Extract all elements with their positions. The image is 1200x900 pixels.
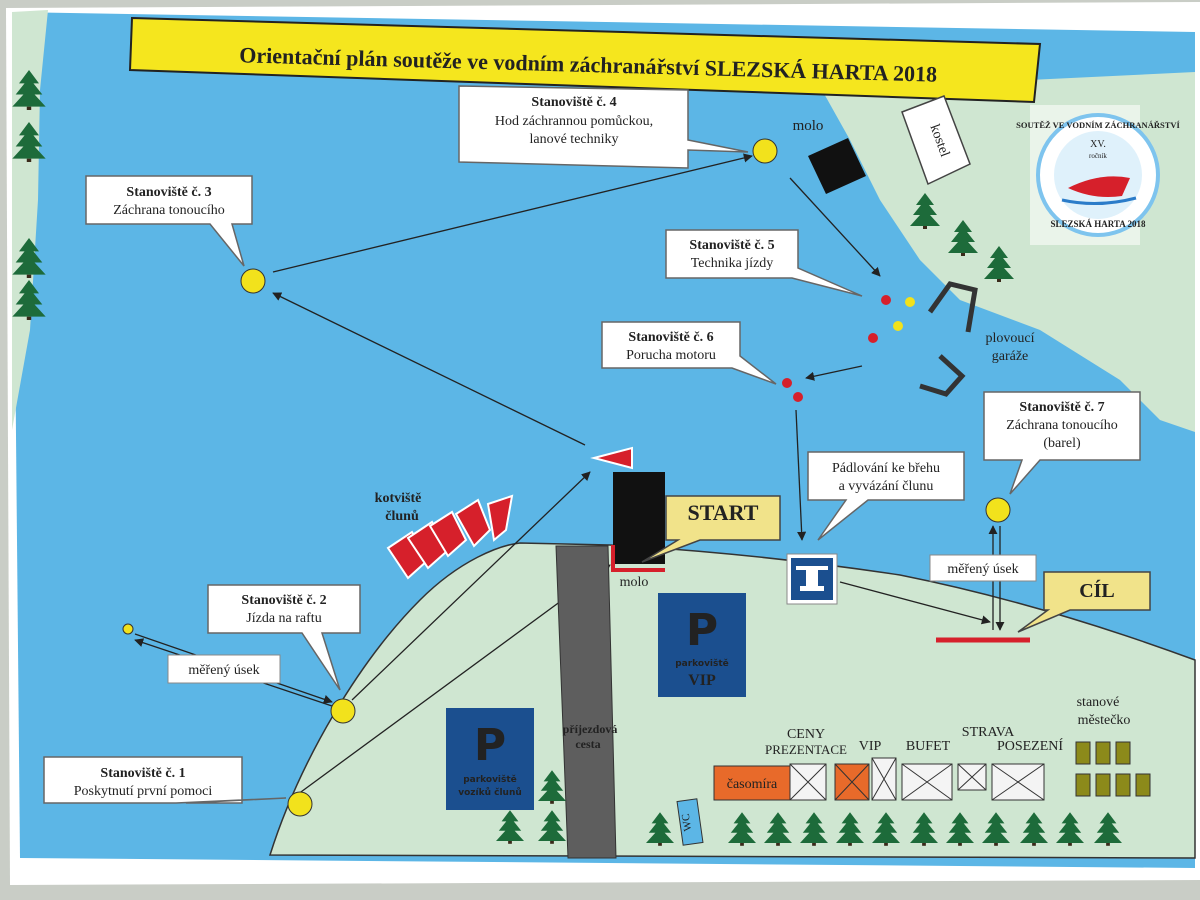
- svg-text:CÍL: CÍL: [1079, 579, 1115, 602]
- access-road-label-1: příjezdová: [563, 722, 618, 736]
- access-road-label-2: cesta: [575, 737, 600, 751]
- tent-icon: [991, 763, 1045, 801]
- tent-icon: [901, 763, 953, 801]
- floating-garage-icon: [919, 354, 966, 397]
- svg-text:P: P: [474, 720, 506, 771]
- svg-text:Jízda na raftu: Jízda na raftu: [246, 611, 321, 626]
- station-7-buoy: [985, 497, 1011, 523]
- kostel-label: kostel: [901, 95, 971, 186]
- buoy-red: [868, 333, 878, 343]
- station-2-start-buoy: [122, 623, 134, 635]
- stanove-label: stanové: [1077, 695, 1120, 710]
- molo-start-pier: [613, 472, 665, 564]
- strava-label: STRAVA: [962, 725, 1015, 740]
- svg-text:Stanoviště č. 3: Stanoviště č. 3: [126, 185, 211, 200]
- finish-callout: CÍL: [1017, 571, 1151, 633]
- measured-section-label: měřený úsek: [167, 654, 281, 684]
- svg-text:WC: WC: [680, 813, 694, 832]
- parking-boats-sign: P parkoviště vozíků člunů: [446, 708, 534, 810]
- molo-top-label: molo: [793, 118, 824, 134]
- svg-text:(barel): (barel): [1043, 436, 1081, 451]
- start-callout: START: [641, 495, 781, 563]
- start-line: [611, 545, 665, 572]
- station-3-buoy: [240, 268, 266, 294]
- svg-text:Porucha motoru: Porucha motoru: [626, 348, 716, 363]
- svg-text:Stanoviště č. 1: Stanoviště č. 1: [100, 766, 185, 781]
- buoy-yellow: [893, 321, 903, 331]
- molo-start-label: molo: [620, 575, 649, 590]
- mestecko-label: městečko: [1078, 713, 1131, 728]
- molo-top-pier: [808, 138, 866, 194]
- parking-vip-sign: P parkoviště VIP: [658, 593, 746, 697]
- station-1-callout: Stanoviště č. 1 Poskytnutí první pomoci: [43, 756, 287, 804]
- svg-text:VIP: VIP: [688, 672, 716, 689]
- logo-text-bottom: SLEZSKÁ HARTA 2018: [1050, 219, 1146, 229]
- svg-text:Stanoviště č. 6: Stanoviště č. 6: [628, 330, 713, 345]
- plovouci-label: plovoucí: [986, 331, 1035, 346]
- svg-text:Stanoviště č. 2: Stanoviště č. 2: [241, 593, 326, 608]
- posezeni-label: POSEZENÍ: [997, 737, 1063, 754]
- svg-text:Stanoviště č. 4: Stanoviště č. 4: [531, 95, 616, 110]
- logo-edition: XV.: [1090, 139, 1106, 150]
- buoy-red: [782, 378, 792, 388]
- svg-text:měřený úsek: měřený úsek: [947, 562, 1018, 577]
- svg-text:Stanoviště č. 5: Stanoviště č. 5: [689, 238, 774, 253]
- tent-icon: [834, 763, 870, 801]
- buoy-yellow: [905, 297, 915, 307]
- station-4-buoy: [752, 138, 778, 164]
- tent-icon: [871, 757, 897, 801]
- station-4-callout: Stanoviště č. 4 Hod záchrannou pomůckou,…: [458, 85, 749, 169]
- svg-text:Hod záchrannou pomůckou,: Hod záchrannou pomůckou,: [495, 114, 653, 129]
- competition-logo: XV. ročník SOUTĚŽ VE VODNÍM ZÁCHRANÁŘSTV…: [1016, 105, 1181, 245]
- tent-town-icons: [1075, 741, 1151, 797]
- tent-icon: [957, 763, 987, 791]
- kotviste-label: kotviště: [375, 491, 422, 506]
- svg-text:parkoviště: parkoviště: [675, 658, 729, 669]
- svg-text:P: P: [686, 605, 718, 656]
- station-6-callout: Stanoviště č. 6 Porucha motoru: [601, 321, 777, 385]
- svg-text:parkoviště: parkoviště: [463, 774, 517, 785]
- buoy-red: [793, 392, 803, 402]
- facility-casomira: časomíra: [713, 765, 791, 801]
- garaze-label: garáže: [992, 349, 1029, 364]
- measured-section-label: měřený úsek: [929, 554, 1037, 582]
- station-1-buoy: [287, 791, 313, 817]
- svg-text:Záchrana tonoucího: Záchrana tonoucího: [1006, 418, 1118, 433]
- svg-text:a vyvázání člunu: a vyvázání člunu: [839, 479, 934, 494]
- station-7-callout: Stanoviště č. 7 Záchrana tonoucího (bare…: [983, 391, 1141, 495]
- ceny-label: CENY: [787, 727, 825, 742]
- clunu-label: člunů: [385, 509, 419, 524]
- logo-edition-sub: ročník: [1089, 152, 1107, 160]
- svg-text:Technika jízdy: Technika jízdy: [691, 256, 774, 271]
- station-5-callout: Stanoviště č. 5 Technika jízdy: [665, 229, 863, 297]
- svg-text:START: START: [688, 500, 759, 525]
- svg-text:vozíků člunů: vozíků člunů: [458, 787, 522, 798]
- svg-text:měřený úsek: měřený úsek: [188, 663, 259, 678]
- svg-text:Stanoviště č. 7: Stanoviště č. 7: [1019, 400, 1104, 415]
- vip-label: VIP: [859, 739, 882, 754]
- wc-building: WC: [676, 798, 704, 846]
- station-3-callout: Stanoviště č. 3 Záchrana tonoucího: [85, 175, 253, 267]
- station-2-buoy: [330, 698, 356, 724]
- tent-icon: [789, 763, 827, 801]
- prezentace-label: PREZENTACE: [765, 742, 847, 757]
- logo-text-top: SOUTĚŽ VE VODNÍM ZÁCHRANÁŘSTVÍ: [1016, 120, 1180, 130]
- left-shore: [12, 10, 48, 430]
- svg-text:Poskytnutí první pomoci: Poskytnutí první pomoci: [74, 784, 213, 799]
- buoy-red: [881, 295, 891, 305]
- boat-anchorage-icons: [386, 494, 514, 580]
- floating-garage-icon: [927, 281, 978, 333]
- station-2-callout: Stanoviště č. 2 Jízda na raftu: [207, 584, 361, 691]
- svg-text:lanové techniky: lanové techniky: [529, 132, 618, 147]
- mooring-bollard-icon: [786, 553, 838, 605]
- start-flag: [590, 446, 633, 470]
- svg-text:časomíra: časomíra: [727, 777, 778, 792]
- svg-text:Pádlování ke břehu: Pádlování ke břehu: [832, 461, 940, 476]
- paddling-callout: Pádlování ke břehu a vyvázání člunu: [807, 451, 965, 541]
- svg-text:Záchrana tonoucího: Záchrana tonoucího: [113, 203, 225, 218]
- access-road: [555, 545, 617, 859]
- bufet-label: BUFET: [906, 739, 951, 754]
